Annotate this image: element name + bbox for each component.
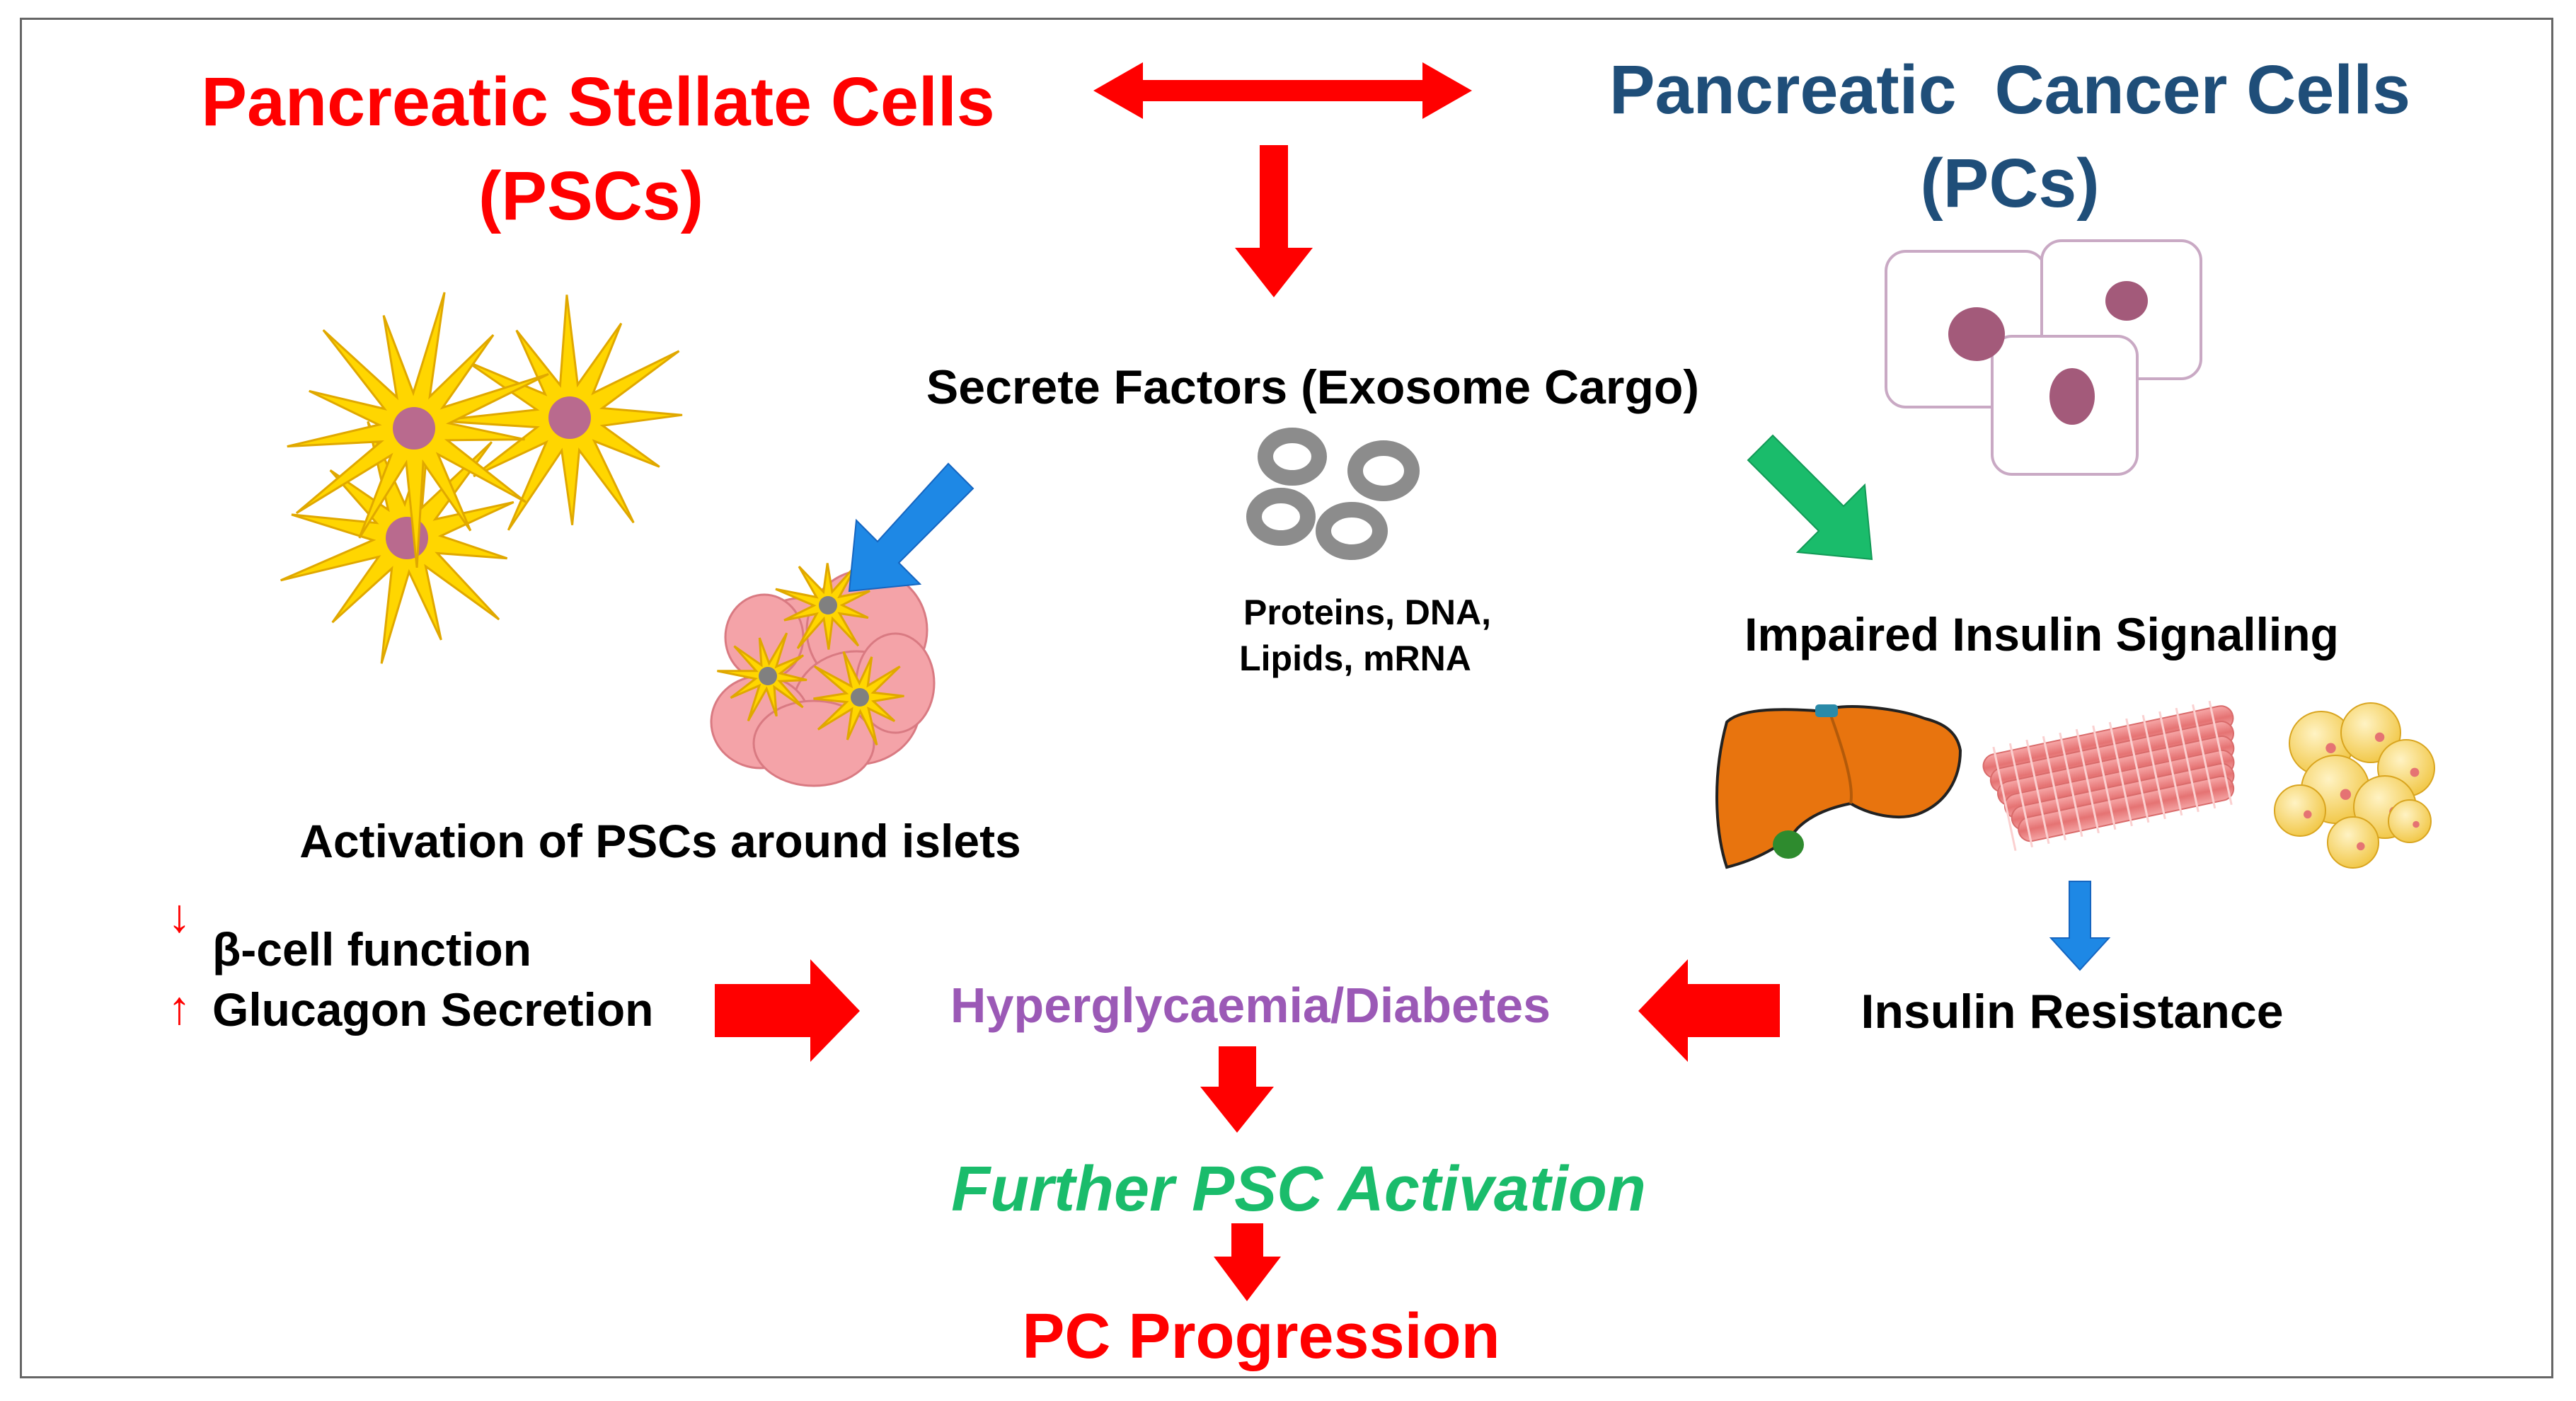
further-activation-label: Further PSC Activation — [951, 1154, 1646, 1225]
activation-label: Activation of PSCs around islets — [299, 815, 1021, 867]
up-arrow-glyph: ↑ — [168, 981, 191, 1034]
diagram-frame — [20, 18, 2553, 1378]
down-arrow-secrete-icon — [1235, 145, 1313, 297]
green-arrow-insulin-icon — [1747, 434, 1873, 561]
cargo-line2: Lipids, mRNA — [1239, 639, 1471, 678]
stellate-cell-icon — [280, 292, 683, 664]
blue-arrow-islet-icon — [848, 462, 974, 593]
beta-cell-label: β-cell function — [212, 923, 531, 976]
glucagon-label: Glucagon Secretion — [212, 983, 654, 1036]
psc-title-line2: (PSCs) — [478, 157, 703, 234]
right-arrow-hyper-icon — [715, 959, 860, 1062]
insulin-resistance-label: Insulin Resistance — [1861, 985, 2284, 1039]
impaired-insulin-label: Impaired Insulin Signalling — [1744, 608, 2339, 661]
liver-icon — [1715, 704, 1962, 869]
muscle-fiber-icon — [1982, 700, 2235, 852]
left-arrow-hyper-icon — [1638, 959, 1780, 1062]
adipocyte-icon — [2274, 702, 2435, 869]
hyperglycaemia-label: Hyperglycaemia/Diabetes — [950, 978, 1551, 1033]
pc-title-line1: Pancreatic Cancer Cells — [1609, 51, 2411, 128]
blue-down-arrow-icon — [2049, 881, 2111, 971]
down-arrow-glyph: ↓ — [168, 889, 191, 942]
islet-cluster-icon — [710, 563, 936, 787]
psc-title-line1: Pancreatic Stellate Cells — [201, 63, 995, 140]
cancer-cell-icon — [1885, 239, 2202, 476]
pc-title-line2: (PCs) — [1920, 144, 2100, 222]
secrete-factors-label: Secrete Factors (Exosome Cargo) — [926, 360, 1700, 414]
cargo-line1: Proteins, DNA, — [1243, 593, 1492, 632]
exosome-ring-icon — [1246, 428, 1420, 560]
double-arrow-icon — [1093, 62, 1472, 119]
pc-progression-label: PC Progression — [1022, 1301, 1500, 1372]
down-arrow-progression-icon — [1214, 1223, 1281, 1301]
down-arrow-further-icon — [1200, 1046, 1274, 1133]
